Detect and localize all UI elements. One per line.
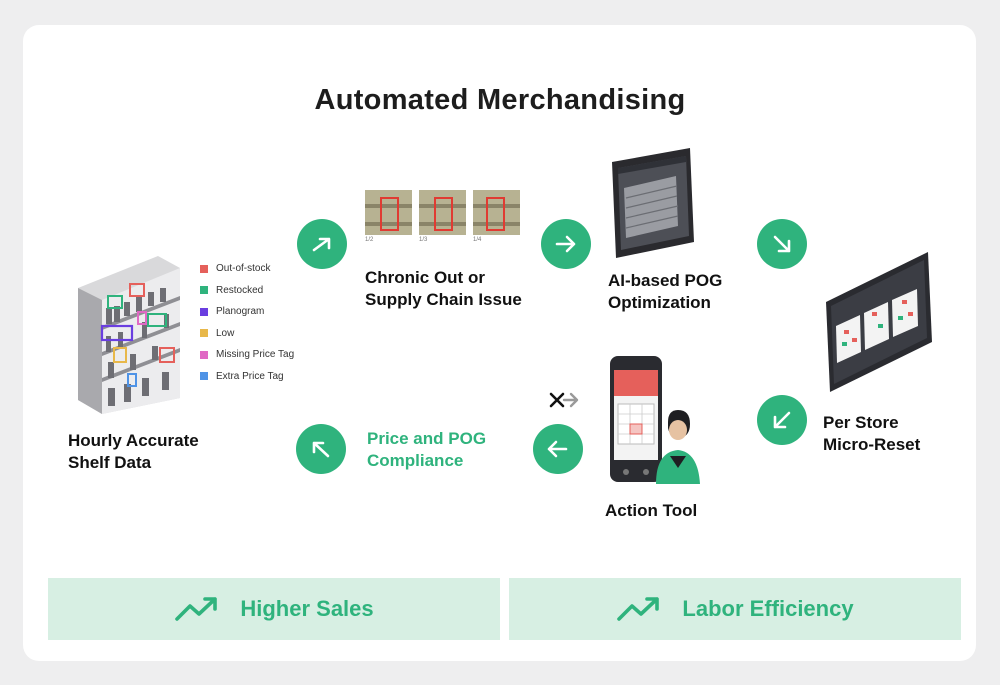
step-compliance: Price and POG Compliance (367, 428, 486, 472)
legend-item: Extra Price Tag (200, 366, 294, 388)
tablet-illustration (606, 148, 698, 260)
legend-item: Out-of-stock (200, 258, 294, 280)
arrow-left-icon (533, 424, 583, 474)
page-title: Automated Merchandising (0, 84, 1000, 117)
arrow-up-left-icon (296, 424, 346, 474)
arrow-down-left-icon (757, 395, 807, 445)
banner-label: Labor Efficiency (682, 596, 853, 622)
legend-swatch (200, 308, 208, 316)
legend-item: Low (200, 323, 294, 345)
thumb-caption: 1/3 (419, 237, 427, 243)
legend-label: Extra Price Tag (216, 371, 284, 382)
handoff-icon (548, 390, 582, 412)
banner-label: Higher Sales (240, 596, 373, 622)
arrow-right-icon (541, 219, 591, 269)
legend-swatch (200, 372, 208, 380)
step-shelf-data: Hourly Accurate Shelf Data (68, 430, 199, 474)
banner-higher-sales: Higher Sales (48, 578, 500, 640)
legend-label: Planogram (216, 306, 264, 317)
trend-up-icon (616, 594, 664, 624)
shelf-thumbnails (365, 190, 525, 246)
legend-label: Out-of-stock (216, 263, 270, 274)
dashboard-illustration (822, 252, 934, 394)
thumb-caption: 1/4 (473, 237, 481, 243)
arrow-down-right-icon (757, 219, 807, 269)
step-action-tool: Action Tool (605, 500, 697, 522)
legend-label: Missing Price Tag (216, 349, 294, 360)
action-tool-illustration (608, 356, 700, 486)
arrow-right-icon (297, 219, 347, 269)
legend-label: Restocked (216, 285, 263, 296)
legend-item: Restocked (200, 280, 294, 302)
trend-up-icon (174, 594, 222, 624)
legend-swatch (200, 265, 208, 273)
banner-labor-efficiency: Labor Efficiency (509, 578, 961, 640)
legend-label: Low (216, 328, 234, 339)
legend-swatch (200, 286, 208, 294)
step-micro-reset: Per Store Micro-Reset (823, 412, 920, 456)
legend-item: Planogram (200, 301, 294, 323)
legend-swatch (200, 351, 208, 359)
step-ai-pog: AI-based POG Optimization (608, 270, 722, 314)
legend-item: Missing Price Tag (200, 344, 294, 366)
shelf-illustration (68, 248, 188, 416)
thumb-caption: 1/2 (365, 237, 373, 243)
legend: Out-of-stock Restocked Planogram Low Mis… (200, 258, 294, 387)
step-chronic-out: Chronic Out or Supply Chain Issue (365, 267, 522, 311)
legend-swatch (200, 329, 208, 337)
